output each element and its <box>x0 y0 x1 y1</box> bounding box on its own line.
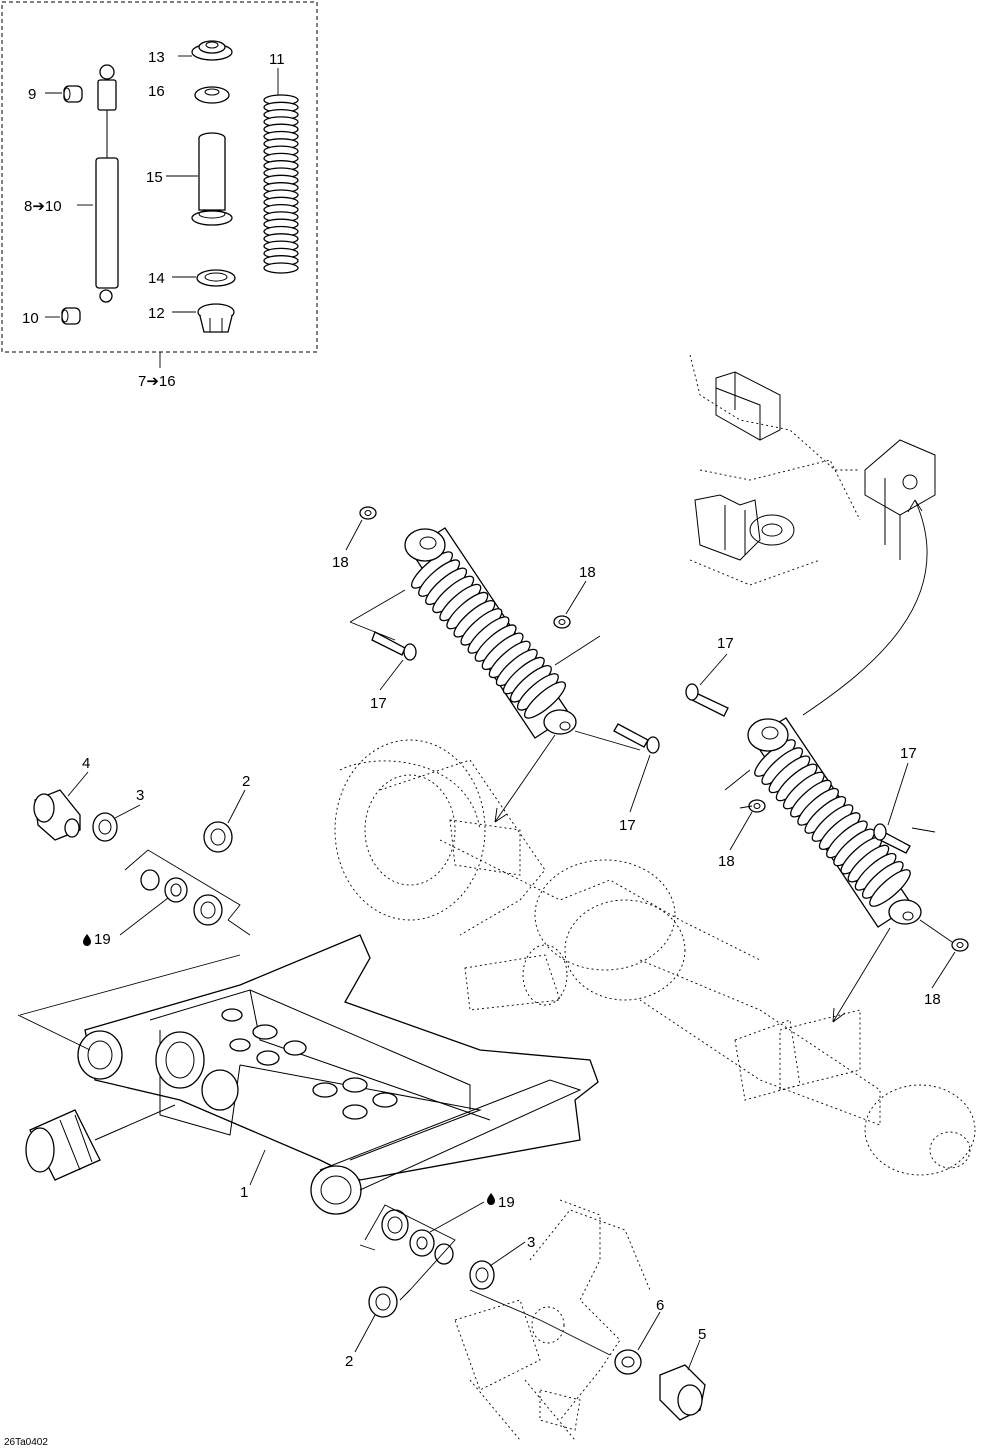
sleeve-15-part <box>191 132 233 226</box>
callout-labels: 13 9 16 11 15 8➔10 14 10 12 7➔16 18 18 1… <box>4 49 941 1448</box>
frame-mount-sketch <box>689 354 936 716</box>
callout-18-right-low: 18 <box>924 991 941 1008</box>
nut-18-mid-part <box>553 615 571 629</box>
grease-icon-right <box>487 1193 495 1205</box>
drawing-code: 26Ta0402 <box>4 1437 48 1448</box>
callout-17-left: 17 <box>370 695 387 712</box>
coil-spring-11-part <box>263 94 299 274</box>
washer-6-part <box>614 1349 642 1375</box>
callout-5: 5 <box>698 1326 706 1343</box>
callout-16: 16 <box>148 83 165 100</box>
callout-17-right: 17 <box>900 745 917 762</box>
nut-18-right-low-part <box>951 938 969 952</box>
callout-15: 15 <box>146 169 163 186</box>
bolt-17-right-part <box>873 823 911 854</box>
cap-5-part <box>659 1364 706 1421</box>
callout-18-top: 18 <box>332 554 349 571</box>
callout-14: 14 <box>148 270 165 287</box>
lower-frame-sketch <box>454 1199 651 1441</box>
bolt-17-upper-left-part <box>371 631 417 661</box>
nut-18-right-mid-part <box>748 799 766 813</box>
bushing-19-left-part <box>140 869 223 926</box>
ring-14-part <box>196 269 236 287</box>
nut-18-top-left-part <box>359 506 377 520</box>
seal-3-left-part <box>92 812 118 842</box>
callout-18-right-mid: 18 <box>718 853 735 870</box>
callout-19-left: 19 <box>94 931 111 948</box>
drive-coupler-part <box>25 1104 176 1181</box>
bushing-9-part <box>63 85 83 103</box>
callout-8-10: 8➔10 <box>24 198 62 215</box>
damper-part <box>95 64 119 303</box>
callout-7-16: 7➔16 <box>138 373 176 390</box>
callout-2-right: 2 <box>345 1353 353 1370</box>
callout-4: 4 <box>82 755 90 772</box>
callout-3-right: 3 <box>527 1234 535 1251</box>
callout-3-left: 3 <box>136 787 144 804</box>
bearing-2-right-part <box>368 1286 398 1318</box>
bolt-17-upper-right-part <box>685 683 729 717</box>
callout-leaders <box>45 55 956 1371</box>
callout-17-lower: 17 <box>619 817 636 834</box>
cap-4-part <box>33 789 81 841</box>
seal-3-right-part <box>469 1260 495 1290</box>
callout-6: 6 <box>656 1297 664 1314</box>
bolt-17-lower-part <box>613 723 660 754</box>
callout-10: 10 <box>22 310 39 327</box>
callout-19-right: 19 <box>498 1194 515 1211</box>
callout-2-left: 2 <box>242 773 250 790</box>
callout-17-upper-right: 17 <box>717 635 734 652</box>
bearing-2-left-part <box>203 821 233 853</box>
rear-axle-housing-sketch <box>334 739 976 1176</box>
callout-1: 1 <box>240 1184 248 1201</box>
bushing-19-right-part <box>381 1209 454 1265</box>
callout-9: 9 <box>28 86 36 103</box>
swing-arm-1-part <box>77 934 599 1215</box>
callout-12: 12 <box>148 305 165 322</box>
right-shock-absorber-part <box>747 717 922 928</box>
grease-icon-left <box>83 934 91 946</box>
spring-cup-13-part <box>191 40 233 61</box>
washer-16-part <box>194 86 230 104</box>
retainer-12-part <box>197 303 235 333</box>
callout-13: 13 <box>148 49 165 66</box>
callout-18-mid: 18 <box>579 564 596 581</box>
inset-dashed-border <box>1 1 318 353</box>
shock-kit-inset <box>1 1 318 368</box>
left-shock-absorber-part <box>404 527 577 739</box>
bushing-10-part <box>61 307 81 325</box>
callout-11: 11 <box>269 51 285 68</box>
